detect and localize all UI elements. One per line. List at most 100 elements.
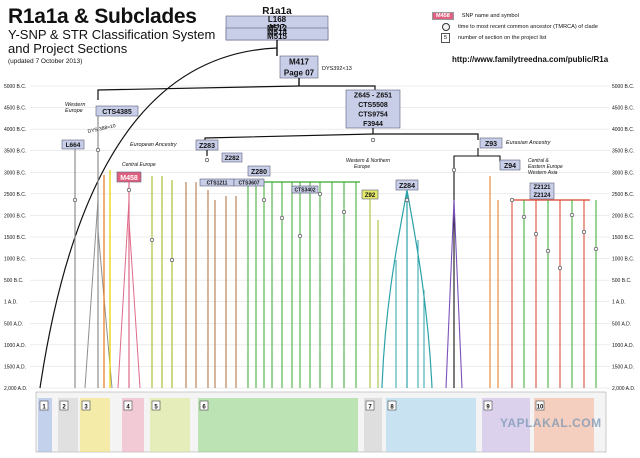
m417-dys-label: DYS392<13	[322, 66, 352, 72]
branch-m417-z645	[299, 85, 376, 90]
page-title: R1a1a & Subclades	[8, 5, 197, 28]
branch-root-west	[39, 47, 278, 389]
node-z283-label-0: Z283	[199, 143, 215, 150]
section-number: 8	[390, 405, 394, 411]
z93-right	[478, 155, 501, 162]
tmrca-dot-icon	[442, 22, 450, 31]
node-cts3402: CTS3402	[291, 185, 319, 194]
tmrca-dot	[569, 212, 575, 218]
section-number-box	[365, 400, 375, 411]
timeline-label-right: 2,000 A.D.	[612, 386, 635, 392]
page-subtitle-2: and Project Sections	[8, 41, 128, 56]
legend-row-section: 5 number of section on the project list	[432, 32, 598, 43]
tmrca-dot	[297, 233, 303, 239]
timeline-label-left: 1500 B.C.	[4, 235, 26, 241]
update-note: (updated 7 October 2013)	[8, 58, 83, 65]
dys388-label: DYS 388=10	[87, 123, 116, 135]
node-z2121-label-0: Z2121	[533, 185, 551, 191]
tmrca-dot	[126, 187, 132, 193]
z92-branches	[369, 199, 379, 388]
node-z2121-box	[529, 182, 555, 200]
section-band	[364, 398, 382, 452]
root-name: R1a1a	[262, 6, 292, 17]
node-z282: Z282	[221, 152, 243, 163]
node-z93-label-0: Z93	[485, 141, 497, 148]
project-url[interactable]: http://www.familytreedna.com/public/R1a	[452, 55, 609, 64]
timeline-label-left: 3500 B.C.	[4, 149, 26, 155]
timeline-label-right: 3500 B.C.	[612, 149, 634, 155]
region-western-2: Europe	[65, 108, 83, 114]
timeline-label-right: 5000 B.C.	[612, 84, 634, 90]
node-cts3607: CTS3607	[233, 178, 265, 186]
brown-branches-2	[214, 196, 237, 388]
tmrca-dot	[593, 246, 599, 252]
tmrca-dot	[521, 214, 527, 220]
tmrca-dot	[261, 197, 267, 203]
timeline-label-right: 3000 B.C.	[612, 170, 634, 176]
timeline-label-left: 3000 B.C.	[4, 170, 26, 176]
root-snps-top-label-0: L168	[268, 15, 287, 24]
timeline-label-left: 1000 A.D.	[4, 343, 26, 349]
node-z92: Z92	[361, 189, 379, 200]
timeline-label-right: 1500 B.C.	[612, 235, 634, 241]
node-m458: M458	[116, 171, 142, 183]
tmrca-dot	[279, 215, 285, 221]
timeline-label-right: 500 B.C.	[612, 278, 631, 284]
purple-branches	[445, 199, 463, 389]
node-z284: Z284	[395, 179, 419, 191]
section-number: 6	[202, 405, 206, 411]
node-cts4385-box	[95, 105, 139, 117]
section-number-box	[151, 400, 161, 411]
node-z93-box	[479, 137, 503, 149]
timeline-label-left: 1 A.D.	[4, 300, 18, 306]
node-z284-label-0: Z284	[399, 183, 415, 190]
z284-sub	[395, 240, 425, 388]
region-ce-1: Central &	[528, 158, 550, 164]
tmrca-dot	[317, 191, 323, 197]
node-m458-label-0: M458	[120, 175, 138, 182]
tmrca-dot	[509, 197, 515, 203]
region-ce-2: Eastern Europe	[528, 164, 563, 170]
region-european-ancestry: European Ancestry	[130, 142, 178, 148]
section-band	[122, 398, 144, 452]
node-cts4385-label-0: CTS4385	[102, 109, 132, 116]
node-z283: Z283	[195, 139, 219, 151]
timeline-label-right: 500 A.D.	[612, 321, 631, 327]
tmrca-dot	[545, 248, 551, 254]
node-z2121-label-1: Z2124	[533, 193, 551, 199]
node-z94-box	[499, 159, 521, 171]
legend-row-snp: M458 SNP name and symbol	[432, 10, 598, 21]
section-band	[386, 398, 476, 452]
section-number-box	[81, 400, 91, 411]
section-number: 4	[126, 405, 130, 411]
timeline-label-right: 1000 B.C.	[612, 257, 634, 263]
timeline-label-left: 4000 B.C.	[4, 127, 26, 133]
section-band	[38, 398, 52, 452]
node-cts1211-label-0: CTS1211	[207, 180, 228, 186]
section-number: 7	[368, 405, 372, 411]
node-l664-box	[61, 139, 85, 150]
legend-snp-sample: M458	[432, 11, 454, 20]
node-z93: Z93	[479, 137, 503, 149]
node-z92-label-0: Z92	[365, 193, 376, 199]
timeline-label-right: 1000 A.D.	[612, 343, 634, 349]
tmrca-dot	[581, 229, 587, 235]
node-z280-box	[247, 165, 271, 177]
tmrca-dot	[370, 137, 376, 143]
legend-snp-text: SNP name and symbol	[461, 12, 519, 19]
node-l664: L664	[61, 139, 85, 150]
section-number: 10	[537, 405, 544, 411]
region-wne-1: Western & Northern	[346, 158, 390, 164]
section-number-box	[39, 400, 49, 411]
section-number: 5	[154, 405, 158, 411]
section-band	[198, 398, 358, 452]
timeline-label-right: 2000 B.C.	[612, 213, 634, 219]
timeline-label-right: 4500 B.C.	[612, 106, 634, 112]
section-band	[58, 398, 78, 452]
region-wne-2: Europe	[354, 164, 370, 170]
tmrca-dot	[451, 167, 457, 173]
node-cts3402-box	[291, 185, 319, 194]
